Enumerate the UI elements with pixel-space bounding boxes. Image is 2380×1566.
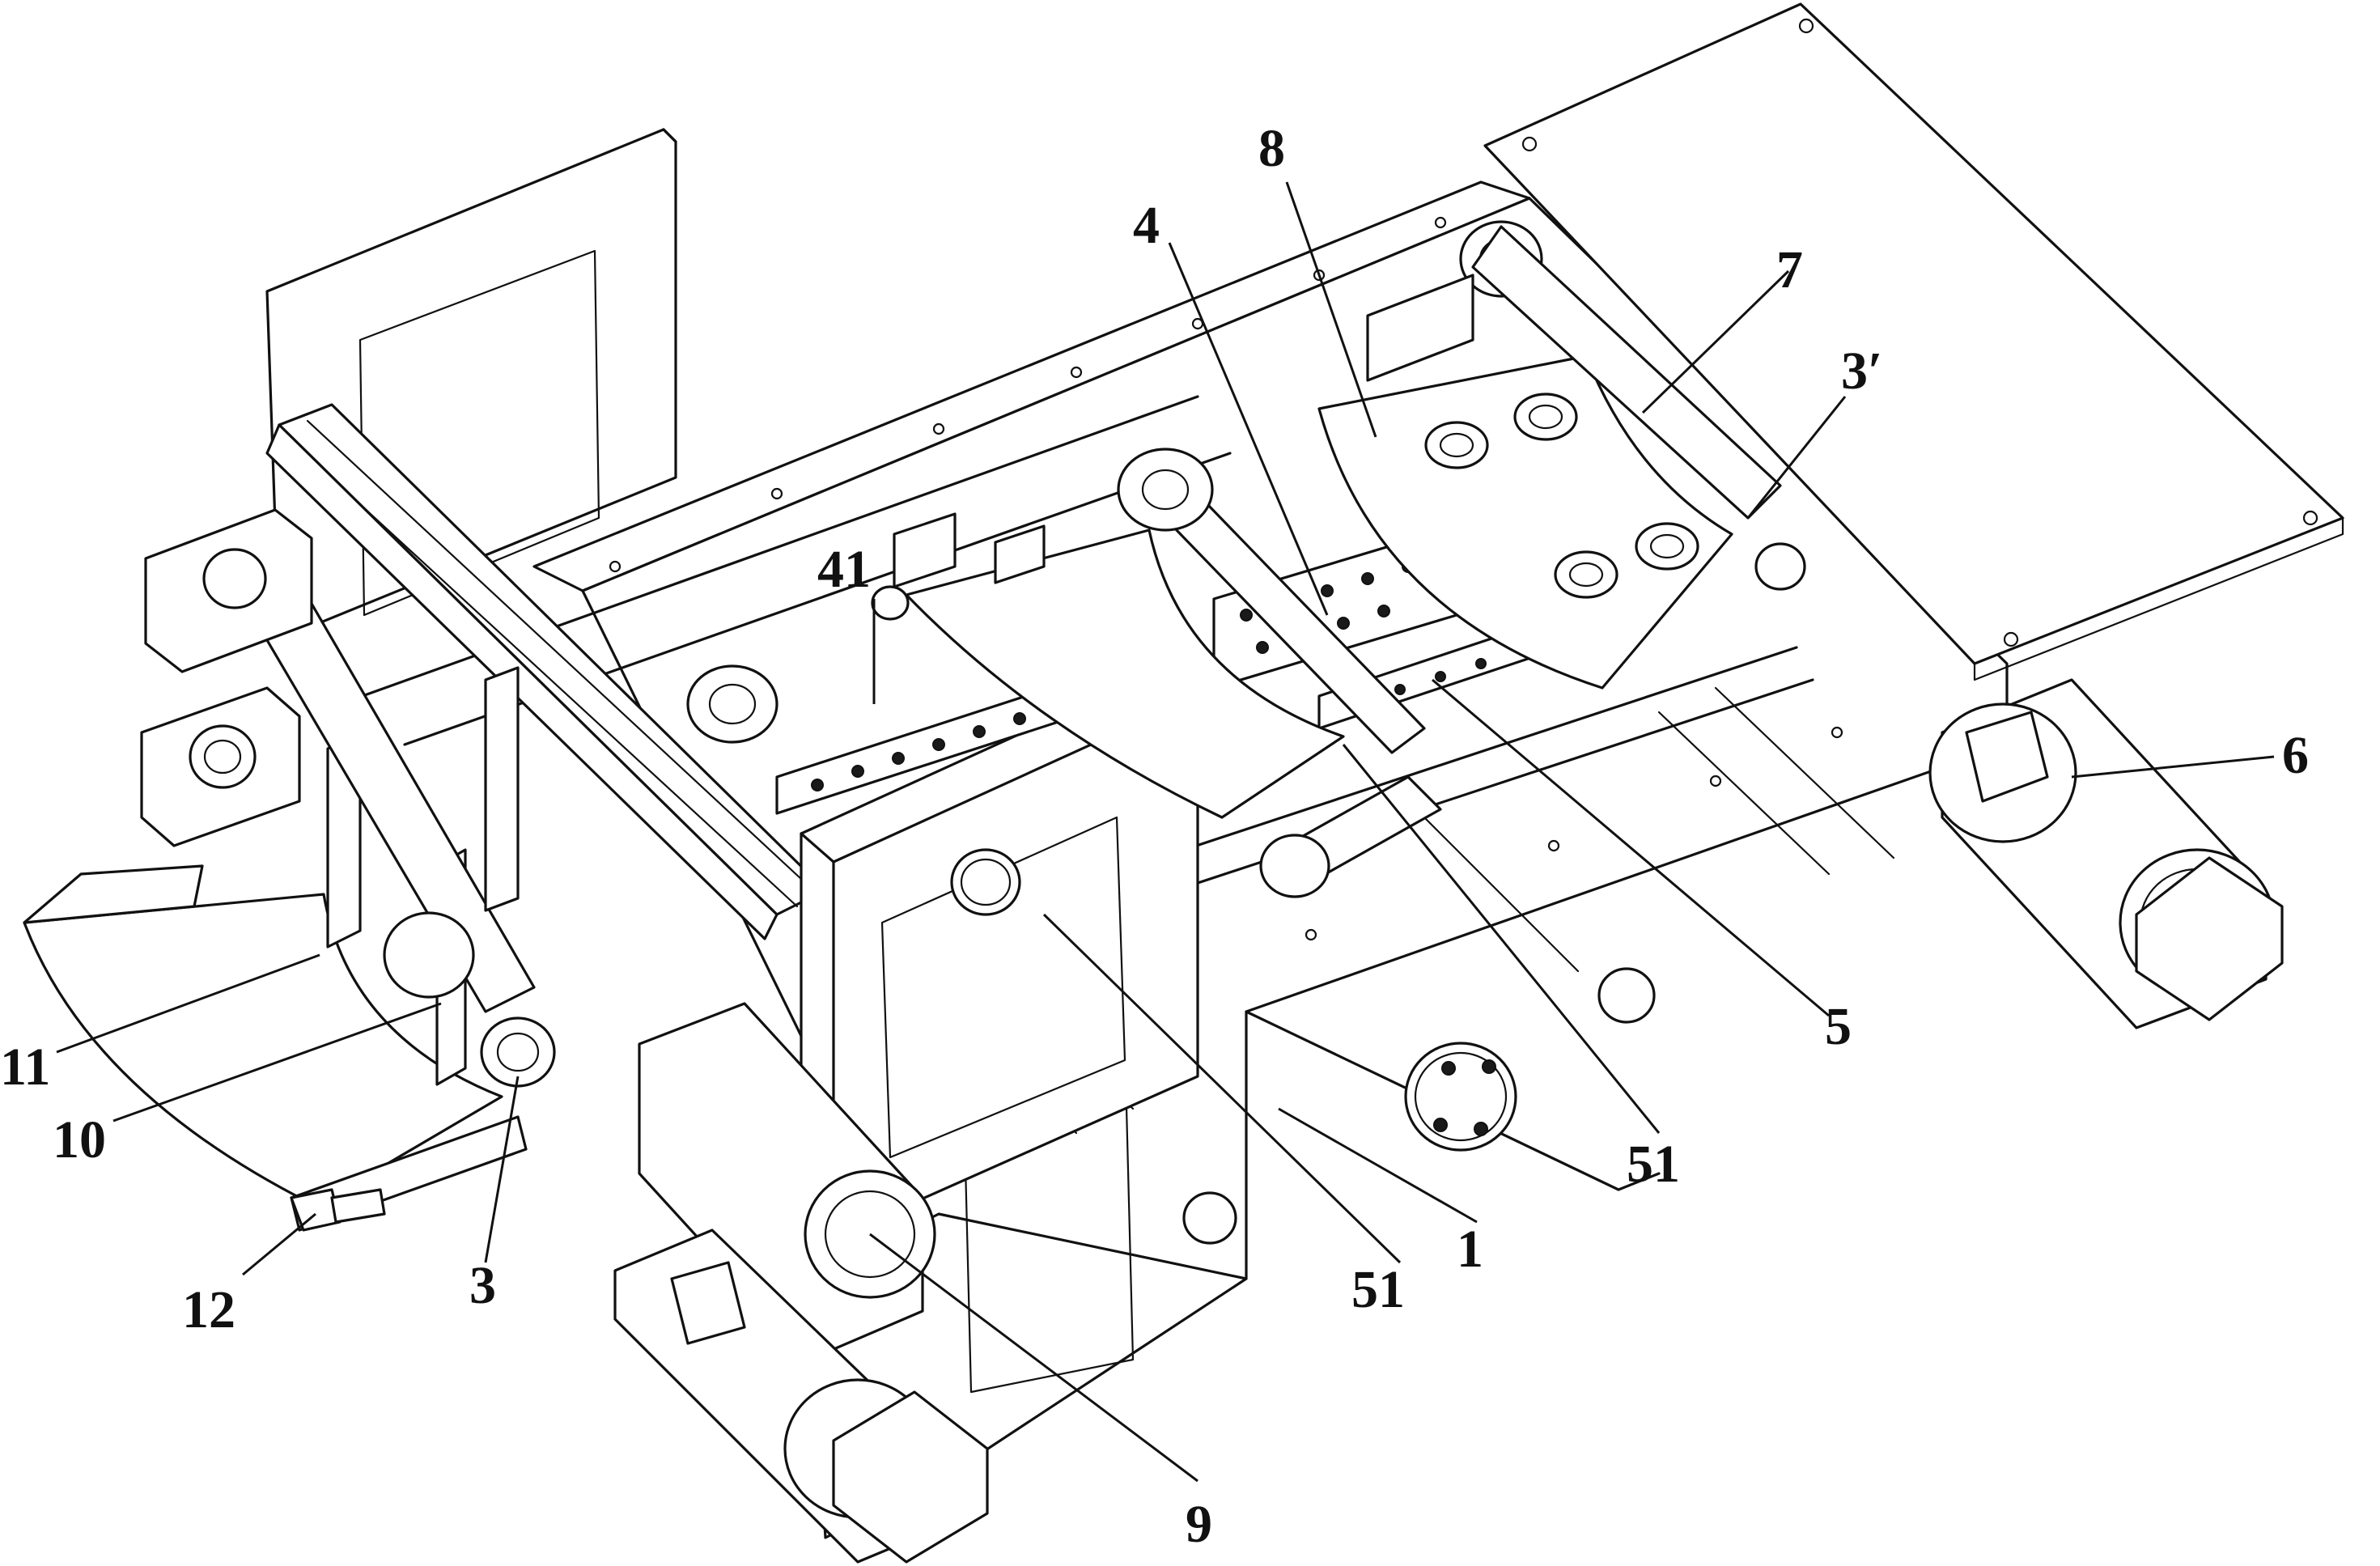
- part-labels: 8 4 7 3′ 41 6 11 10 5 51 1 51 12 3 9: [0, 119, 2309, 1554]
- label-8: 8: [1258, 119, 1285, 178]
- front-motor: [613, 1002, 989, 1564]
- label-6: 6: [2282, 726, 2309, 785]
- label-7: 7: [1776, 240, 1803, 299]
- feed-clip: [290, 1188, 386, 1232]
- leader-lines: [56, 181, 2275, 1483]
- label-10: 10: [53, 1110, 106, 1169]
- left-carriage: [241, 581, 556, 1088]
- label-51-center: 51: [1351, 1260, 1405, 1319]
- curved-sheets: [23, 354, 1733, 1232]
- shafts: [686, 220, 1806, 898]
- label-3-prime: 3′: [1841, 342, 1883, 401]
- label-11: 11: [0, 1038, 50, 1097]
- left-end-blocks: [140, 508, 313, 847]
- right-side-blocks: [893, 274, 1474, 588]
- label-3: 3: [469, 1256, 496, 1315]
- label-5: 5: [1825, 997, 1852, 1056]
- rail-bolt-holes: [609, 216, 1843, 941]
- label-9: 9: [1186, 1495, 1212, 1554]
- label-12: 12: [182, 1280, 235, 1339]
- label-1: 1: [1457, 1220, 1483, 1279]
- right-motor: [1928, 678, 2284, 1029]
- label-4: 4: [1133, 196, 1160, 255]
- label-51-right: 51: [1627, 1135, 1680, 1194]
- label-41: 41: [817, 540, 871, 599]
